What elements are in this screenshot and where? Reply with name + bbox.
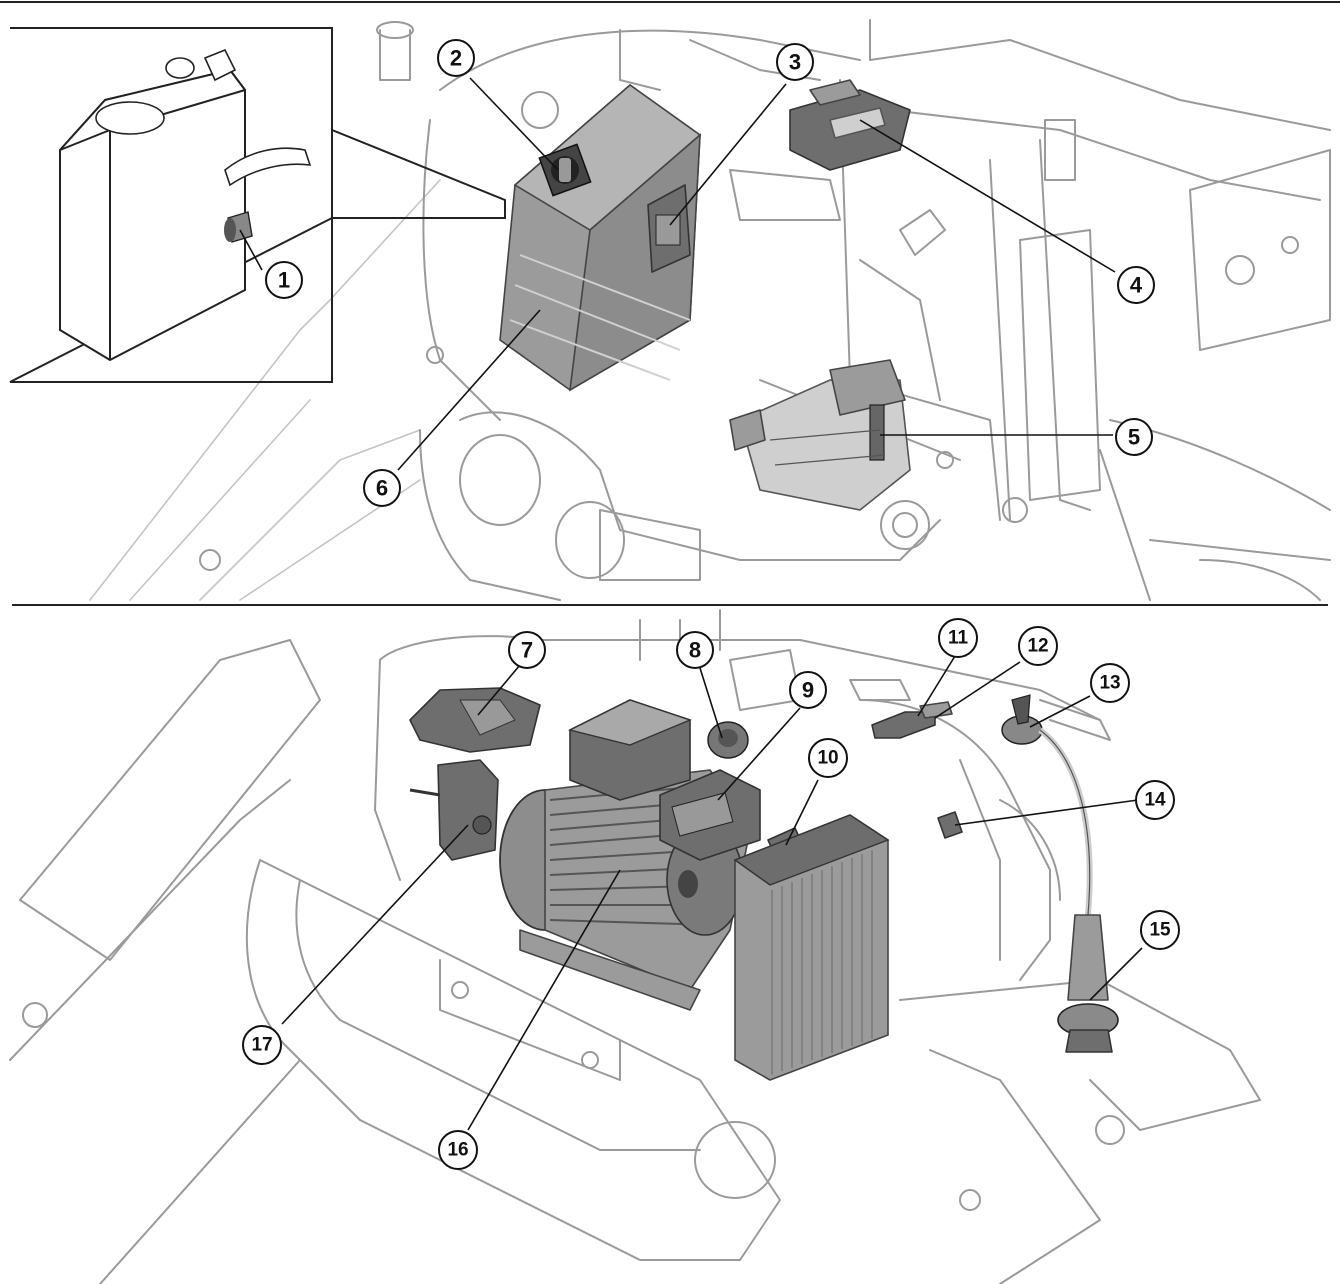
- callout-9-label: 9: [802, 678, 814, 703]
- callout-2-label: 2: [450, 46, 462, 71]
- callout-8: 8: [676, 631, 714, 669]
- callout-6-label: 6: [376, 476, 388, 501]
- callout-4-label: 4: [1130, 273, 1143, 298]
- callout-1-label: 1: [278, 268, 290, 293]
- callout-12: 12: [1018, 626, 1058, 666]
- callout-15: 15: [1140, 910, 1180, 950]
- callout-10-label: 10: [817, 748, 838, 769]
- callout-16-label: 16: [447, 1140, 468, 1161]
- component-9-terminal-box: [659, 769, 761, 861]
- callout-16: 16: [438, 1130, 478, 1170]
- callout-13: 13: [1090, 663, 1130, 703]
- callout-8-label: 8: [689, 638, 701, 663]
- component-2-main-switch: [538, 143, 592, 197]
- component-15-power-cable-plug: [1038, 727, 1119, 1053]
- component-8-cap: [707, 721, 749, 759]
- inset-hydraulic-tank: [59, 48, 312, 361]
- leader-lines: [239, 77, 1143, 1131]
- callout-6: 6: [363, 469, 401, 507]
- radiator: [733, 814, 890, 1081]
- callout-7: 7: [508, 631, 546, 669]
- callout-5: 5: [1115, 418, 1153, 456]
- callout-10: 10: [808, 738, 848, 778]
- callout-3: 3: [776, 43, 814, 81]
- bottom-panel-machine-view: [9, 609, 1261, 1284]
- component-17-control-box: [409, 759, 499, 861]
- callout-2: 2: [437, 39, 475, 77]
- callout-7-label: 7: [521, 638, 533, 663]
- callout-17: 17: [242, 1025, 282, 1065]
- component-7-cover: [409, 687, 541, 753]
- callout-9: 9: [789, 671, 827, 709]
- bottom-machine-outline: [9, 609, 1261, 1284]
- callout-11: 11: [938, 618, 978, 658]
- callout-15-label: 15: [1149, 920, 1171, 941]
- callout-3-label: 3: [789, 50, 801, 75]
- callout-12-label: 12: [1027, 636, 1048, 657]
- top-machine-outline: [89, 19, 1331, 601]
- callout-17-label: 17: [251, 1035, 272, 1056]
- top-panel-machine-view: [9, 19, 1331, 601]
- component-14-switch: [937, 811, 963, 839]
- component-5-valve-block: [729, 359, 911, 511]
- callout-11-label: 11: [948, 628, 969, 649]
- callout-13-label: 13: [1099, 673, 1120, 694]
- component-3-connector: [647, 184, 691, 273]
- callout-5-label: 5: [1128, 425, 1140, 450]
- component-4-connector-block: [789, 79, 911, 171]
- inset-tank-box: [9, 27, 506, 383]
- callout-14: 14: [1135, 780, 1175, 820]
- callout-4: 4: [1117, 266, 1155, 304]
- callout-14-label: 14: [1144, 790, 1166, 811]
- component-11-12-connectors: [871, 701, 953, 739]
- component-13-plug: [1001, 694, 1043, 745]
- callout-1: 1: [265, 261, 303, 299]
- component-1-level-plug: [224, 211, 253, 243]
